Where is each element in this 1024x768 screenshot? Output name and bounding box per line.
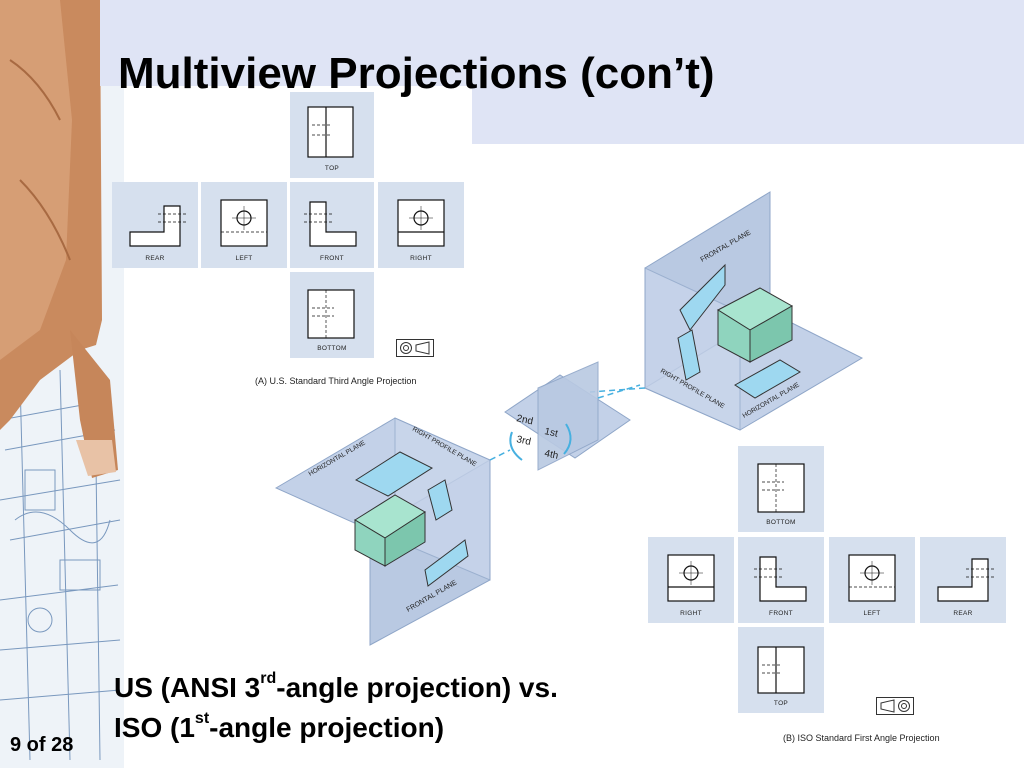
header-band bbox=[100, 0, 1024, 86]
bottom-view-drawing bbox=[757, 463, 805, 513]
quadrant-2nd: 2nd bbox=[515, 413, 534, 427]
right-view-drawing bbox=[397, 199, 445, 247]
first-angle-symbol-icon bbox=[876, 697, 914, 715]
rear-view-drawing bbox=[937, 558, 994, 602]
view-label: REAR bbox=[953, 610, 973, 617]
figure-a-view-right: RIGHT bbox=[378, 182, 464, 268]
view-label: REAR bbox=[145, 255, 165, 262]
figure-b-view-rear: REAR bbox=[920, 537, 1006, 623]
figure-a-view-front: FRONT bbox=[290, 182, 374, 268]
figure-a-view-bottom: BOTTOM bbox=[290, 272, 374, 358]
figure-b-view-front: FRONT bbox=[738, 537, 824, 623]
quadrant-1st: 1st bbox=[543, 426, 559, 440]
bottom-view-drawing bbox=[307, 289, 355, 339]
decorative-photo-strip bbox=[0, 0, 124, 768]
figure-a-view-top: TOP bbox=[290, 92, 374, 178]
top-view-drawing bbox=[757, 646, 805, 694]
view-label: FRONT bbox=[769, 610, 793, 617]
view-label: LEFT bbox=[863, 610, 881, 617]
right-view-drawing bbox=[667, 554, 715, 602]
view-label: RIGHT bbox=[680, 610, 702, 617]
left-view-drawing bbox=[220, 199, 268, 247]
figure-b-view-left: LEFT bbox=[829, 537, 915, 623]
third-angle-box bbox=[589, 191, 864, 431]
view-label: TOP bbox=[324, 165, 340, 172]
figure-a-view-left: LEFT bbox=[201, 182, 287, 268]
figure-b-caption: (B) ISO Standard First Angle Projection bbox=[783, 733, 940, 743]
header-band-extension bbox=[472, 86, 1024, 144]
quadrant-3rd: 3rd bbox=[515, 434, 531, 448]
quadrant-planes: 2nd 1st 3rd 4th bbox=[504, 361, 641, 471]
view-label: TOP bbox=[773, 700, 789, 707]
figure-b-view-right: RIGHT bbox=[648, 537, 734, 623]
slide-title: Multiview Projections (con’t) bbox=[118, 49, 715, 98]
figure-b-view-top: TOP bbox=[738, 627, 824, 713]
top-view-drawing bbox=[307, 106, 354, 158]
body-line-1: US (ANSI 3rd-angle projection) vs. bbox=[114, 670, 558, 703]
slide-number: 9 of 28 bbox=[10, 734, 74, 756]
rear-view-drawing bbox=[129, 205, 186, 247]
body-line-2: ISO (1st-angle projection) bbox=[114, 710, 445, 743]
third-angle-symbol-icon bbox=[396, 339, 434, 357]
front-view-drawing bbox=[754, 556, 807, 602]
view-label: BOTTOM bbox=[766, 519, 796, 526]
quadrant-4th: 4th bbox=[543, 448, 559, 462]
figure-b-view-bottom: BOTTOM bbox=[738, 446, 824, 532]
front-view-drawing bbox=[304, 201, 357, 247]
left-view-drawing bbox=[848, 554, 896, 602]
view-label: BOTTOM bbox=[317, 345, 347, 352]
projection-planes-diagram: 2nd 1st 3rd 4th FRONTAL PLANE RIGHT PROF… bbox=[274, 191, 864, 646]
body-text: US (ANSI 3rd-angle projection) vs. ISO (… bbox=[114, 668, 558, 748]
first-angle-box bbox=[274, 417, 511, 646]
figure-a-view-rear: REAR bbox=[112, 182, 198, 268]
view-label: RIGHT bbox=[410, 255, 432, 262]
view-label: LEFT bbox=[235, 255, 253, 262]
figure-a-caption: (A) U.S. Standard Third Angle Projection bbox=[255, 376, 417, 386]
view-label: FRONT bbox=[320, 255, 344, 262]
